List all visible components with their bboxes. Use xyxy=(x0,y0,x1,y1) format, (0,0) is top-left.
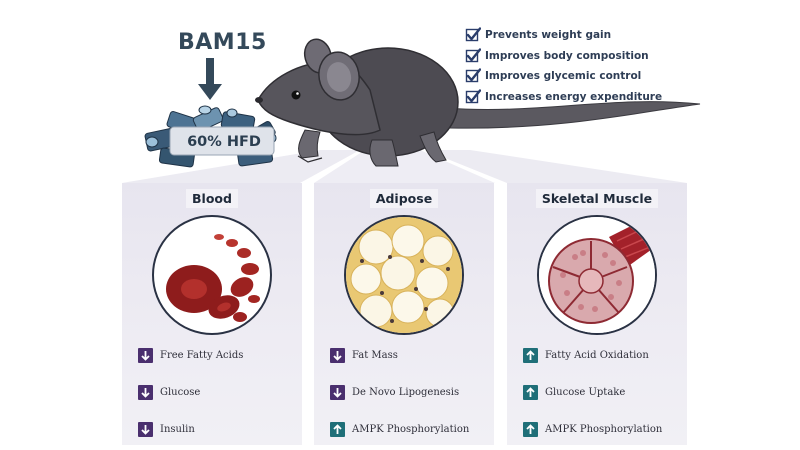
arrow-down-icon xyxy=(138,422,153,437)
checkmark-icon xyxy=(465,48,481,64)
diet-label: 60% HFD xyxy=(187,134,261,150)
arrow-up-icon xyxy=(523,348,538,363)
muscle-fibers-image xyxy=(537,215,657,335)
effect-label: Fatty Acid Oxidation xyxy=(545,350,649,361)
arrow-down-icon xyxy=(138,385,153,400)
mouse-body xyxy=(255,38,701,167)
arrow-down-icon xyxy=(198,58,222,100)
checkmark-icon xyxy=(465,27,481,43)
effect-label: Fat Mass xyxy=(352,350,398,361)
arrow-up-icon xyxy=(523,422,538,437)
panel-title: Skeletal Muscle xyxy=(507,189,687,208)
food-pellets xyxy=(144,105,277,168)
benefit-label: Improves body composition xyxy=(485,49,649,62)
panel-blood: Blood Free Fatty Acids Glucose xyxy=(122,183,302,445)
arrow-down-icon xyxy=(138,348,153,363)
effect-label: Glucose xyxy=(160,387,201,398)
effect-label: De Novo Lipogenesis xyxy=(352,387,460,398)
panel-adipose: Adipose xyxy=(314,183,494,445)
ray-right xyxy=(425,150,687,183)
ray-left xyxy=(122,150,360,183)
effect-label: AMPK Phosphorylation xyxy=(545,424,663,435)
effect-item: Fatty Acid Oxidation xyxy=(523,348,649,363)
effect-item: AMPK Phosphorylation xyxy=(330,422,469,437)
effect-label: AMPK Phosphorylation xyxy=(352,424,470,435)
panel-title-text: Adipose xyxy=(369,189,439,208)
benefit-item: Improves body composition xyxy=(465,46,662,67)
effect-item: Glucose Uptake xyxy=(523,385,625,400)
panel-title: Blood xyxy=(122,189,302,208)
panel-title-text: Blood xyxy=(186,189,238,208)
benefit-label: Improves glycemic control xyxy=(485,70,642,83)
arrow-down-icon xyxy=(330,385,345,400)
effect-label: Glucose Uptake xyxy=(545,387,626,398)
checkmark-icon xyxy=(465,68,481,84)
blood-cells-image xyxy=(152,215,272,335)
effect-item: De Novo Lipogenesis xyxy=(330,385,459,400)
benefit-item: Prevents weight gain xyxy=(465,25,662,46)
checkmark-icon xyxy=(465,89,481,105)
benefits-list: Prevents weight gain Improves body compo… xyxy=(465,25,662,107)
arrow-down-icon xyxy=(330,348,345,363)
arrow-up-icon xyxy=(523,385,538,400)
effect-item: Free Fatty Acids xyxy=(138,348,243,363)
adipose-cells-image xyxy=(344,215,464,335)
benefit-item: Increases energy expenditure xyxy=(465,87,662,108)
panel-title-text: Skeletal Muscle xyxy=(535,189,659,208)
panel-title: Adipose xyxy=(314,189,494,208)
effect-item: Fat Mass xyxy=(330,348,398,363)
effect-label: Insulin xyxy=(160,424,195,435)
effect-label: Free Fatty Acids xyxy=(160,350,244,361)
ray-center xyxy=(314,150,495,183)
effect-item: Glucose xyxy=(138,385,200,400)
benefit-item: Improves glycemic control xyxy=(465,66,662,87)
benefit-label: Prevents weight gain xyxy=(485,29,612,42)
compound-name: BAM15 xyxy=(178,30,267,55)
arrow-up-icon xyxy=(330,422,345,437)
effect-item: AMPK Phosphorylation xyxy=(523,422,662,437)
effect-item: Insulin xyxy=(138,422,195,437)
panel-skeletal-muscle: Skeletal Muscle Fatty Acid Oxidation xyxy=(507,183,687,445)
benefit-label: Increases energy expenditure xyxy=(485,90,663,103)
